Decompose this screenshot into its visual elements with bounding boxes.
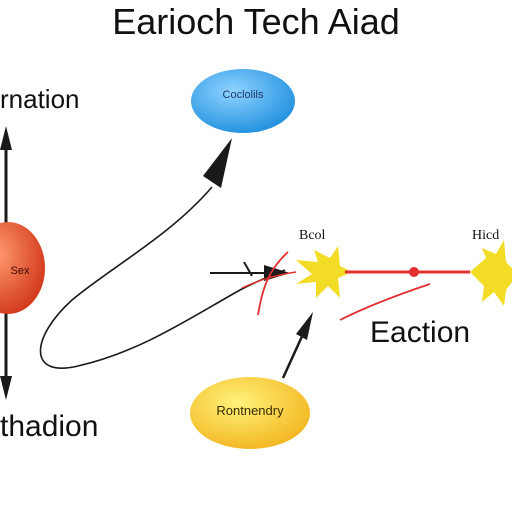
red-curve-center-2 [241,271,297,289]
diagonal-arrow-head [296,312,313,340]
yellow-node [190,377,310,449]
label-left-top: rnation [0,84,80,114]
blue-node [191,69,295,133]
yellow-node-label: Rontnendry [216,403,284,418]
red-node-label: Sex [10,265,30,277]
left-vertical-arrow-head-top [0,126,12,150]
red-connector-dot [409,267,419,277]
blue-node-label: Coclolils [222,89,264,101]
curved-loop-arrow-head [203,138,232,188]
label-small-center: Bcol [299,228,326,243]
diagonal-arrow-line [281,331,306,379]
left-vertical-arrow-head-bottom [0,376,12,400]
label-left-bottom: thadion [0,410,99,443]
center-pointer-tick [243,261,253,277]
red-diagonal-stroke [339,283,431,321]
red-node [0,222,45,314]
right-burst [470,240,512,306]
label-small-right: Hicd [472,228,500,243]
curved-loop-arrow [39,186,286,369]
diagram-title: Earioch Tech Aiad [112,1,400,42]
red-curve-center [257,251,289,316]
label-right-middle: Eaction [370,316,471,349]
left-burst [296,246,352,298]
